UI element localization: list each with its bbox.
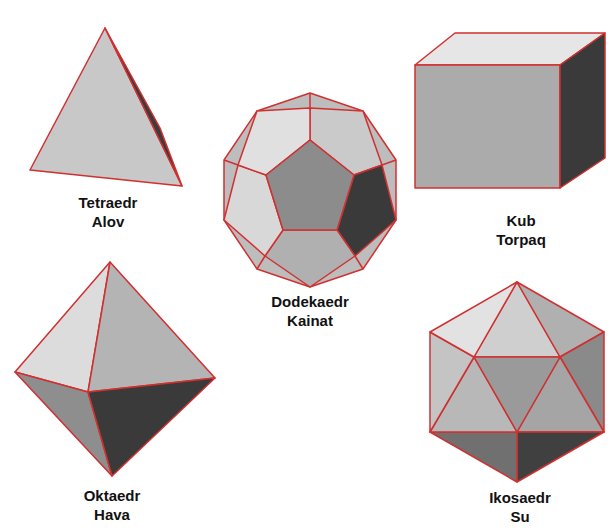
octahedron <box>15 262 215 476</box>
solid-label: Alov <box>92 213 125 231</box>
solid-label: Hava <box>94 506 130 524</box>
solid-label: Dodekaedr <box>271 293 349 311</box>
dodecahedron <box>224 93 396 287</box>
solid-label: Su <box>510 508 529 526</box>
solid-label: Torpaq <box>496 231 546 249</box>
solid-label: Kainat <box>287 312 333 330</box>
solid-label: Oktaedr <box>84 487 141 505</box>
solid-label: Tetraedr <box>79 194 138 212</box>
icosahedron <box>430 282 604 482</box>
cube <box>415 33 605 188</box>
tetrahedron <box>30 28 182 186</box>
solid-label: Kub <box>506 212 535 230</box>
solid-label: Ikosaedr <box>489 489 551 507</box>
